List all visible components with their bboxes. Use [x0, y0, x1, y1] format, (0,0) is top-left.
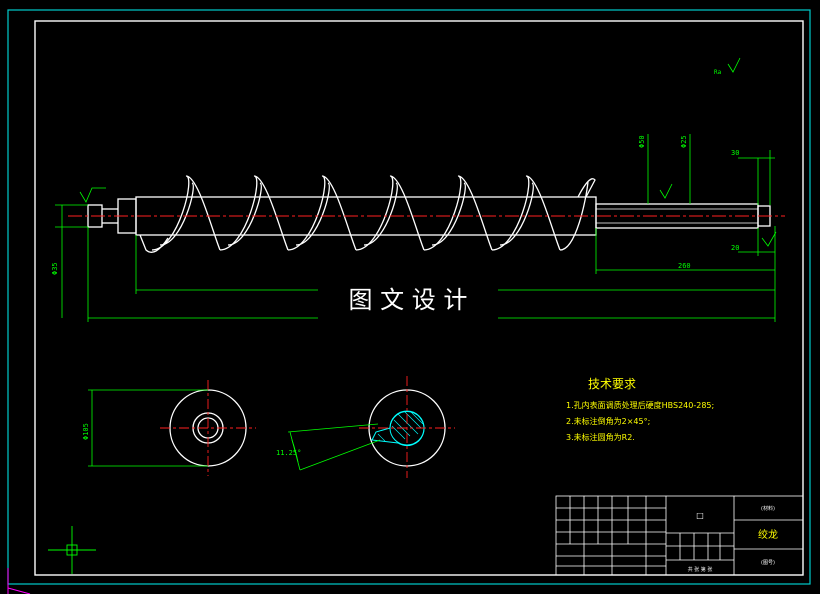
tech-requirement-3: 3.未标注圆角为R2.: [566, 432, 635, 442]
dim-phi25: Φ25: [680, 135, 688, 148]
title-block-code: (图号): [761, 560, 775, 566]
title-block-drawing-name: 绞龙: [758, 528, 778, 541]
auger-front-view: [87, 175, 771, 253]
tech-requirement-1: 1.孔内表面调质处理后硬度HBS240-285;: [566, 400, 714, 410]
helical-flights: [151, 175, 589, 251]
inner-frame: [34, 20, 804, 576]
dim-20: 20: [731, 244, 739, 252]
auger-tube: [135, 196, 597, 236]
dim-section-diameter: Φ105: [82, 423, 90, 440]
title-block-material: (材料): [761, 505, 775, 512]
roughness-top-label: Ra: [714, 69, 722, 76]
axis-marker-icon: [7, 568, 31, 594]
dim-angle: 11.25°: [276, 449, 301, 457]
tech-requirements-title: 技术要求: [588, 377, 636, 391]
watermark-background: [318, 278, 498, 320]
ucs-crosshair-icon: [48, 526, 96, 574]
tech-requirement-2: 2.未标注倒角为2×45°;: [566, 416, 650, 426]
dim-30: 30: [731, 149, 739, 157]
title-block-bottom-note: 共 张 第 张: [688, 566, 713, 573]
dim-left-diameter: Φ35: [51, 262, 59, 275]
dim-phi50: Φ50: [638, 135, 646, 148]
dimension-labels: Φ35 Φ50 Φ25 30 20 260 Ra: [51, 69, 739, 275]
title-block-center-mark: □: [696, 511, 704, 520]
outer-frame: [7, 9, 811, 585]
main-dimensions: [55, 57, 777, 322]
title-block: [555, 495, 804, 576]
angle-dimension: [287, 423, 381, 471]
watermark-text: 图 文 设 计: [349, 286, 468, 314]
dim-260: 260: [678, 262, 691, 270]
left-view-dimension: [88, 389, 208, 467]
